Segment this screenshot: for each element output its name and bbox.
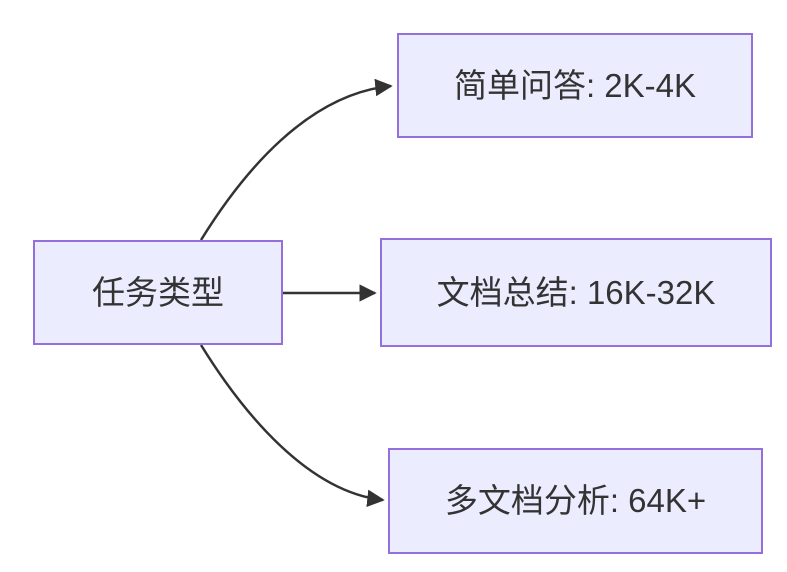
node-multi-doc: 多文档分析: 64K+ <box>388 448 763 554</box>
node-simple-qa-label: 简单问答: 2K-4K <box>453 66 697 104</box>
node-simple-qa: 简单问答: 2K-4K <box>397 33 753 138</box>
node-task-type: 任务类型 <box>33 240 283 345</box>
edge-root-to-simple-qa <box>199 78 393 241</box>
node-multi-doc-label: 多文档分析: 64K+ <box>444 482 707 520</box>
node-doc-summary: 文档总结: 16K-32K <box>380 238 772 347</box>
node-task-type-label: 任务类型 <box>92 273 224 311</box>
node-doc-summary-label: 文档总结: 16K-32K <box>436 273 716 311</box>
edge-root-to-multi-doc <box>199 344 385 508</box>
